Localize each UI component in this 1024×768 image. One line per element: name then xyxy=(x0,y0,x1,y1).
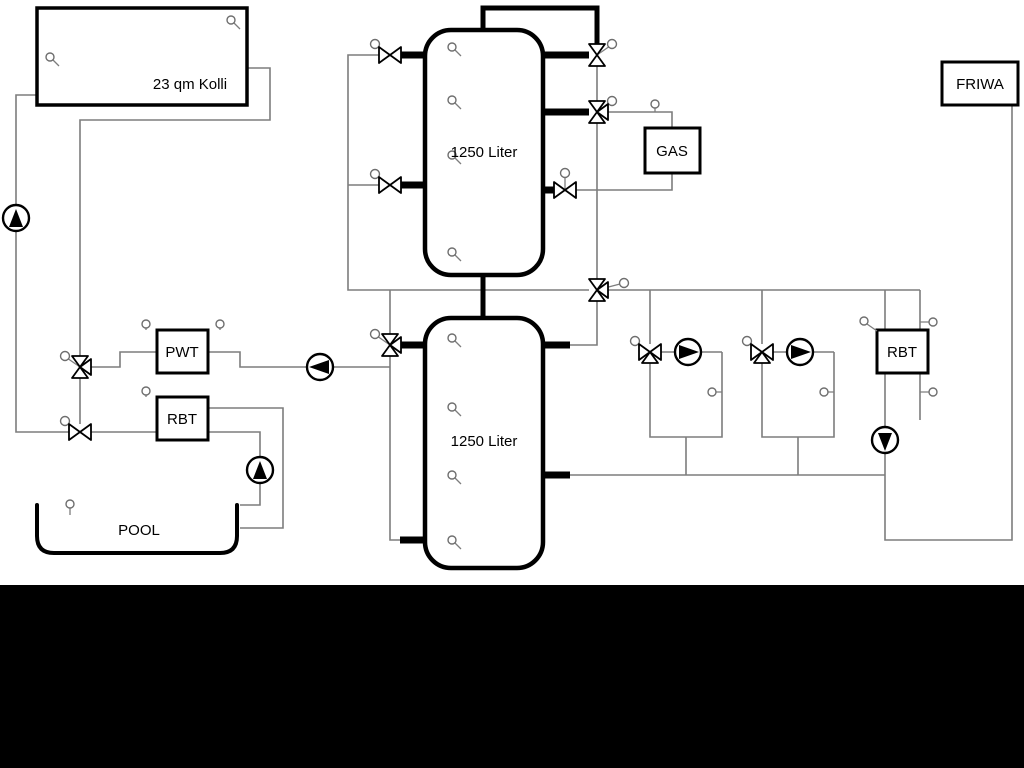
valve-icon xyxy=(588,38,618,67)
sensor-icon xyxy=(447,402,457,412)
valve-icon xyxy=(629,335,662,364)
valve-icon xyxy=(369,38,402,64)
sensor-icon xyxy=(859,316,869,326)
gas-label: GAS xyxy=(656,143,688,160)
valve-icon xyxy=(553,167,577,199)
pump-icon xyxy=(673,337,703,367)
sensor-icon xyxy=(819,387,829,397)
sensor-icon xyxy=(45,52,55,62)
tank-top-label: 1250 Liter xyxy=(451,144,518,161)
sensor-icon xyxy=(447,95,457,105)
main-pipes xyxy=(480,5,600,321)
sensor-icon xyxy=(447,150,457,160)
pool-label: POOL xyxy=(118,522,160,539)
valve-icon xyxy=(741,335,774,364)
sensor-stems xyxy=(52,22,929,550)
valve-icon xyxy=(588,95,618,124)
pwt-label: PWT xyxy=(165,344,198,361)
pipe-network xyxy=(15,54,1013,541)
sensor-icon xyxy=(650,99,660,109)
sensor-icon xyxy=(141,386,151,396)
collector-label: 23 qm Kolli xyxy=(153,76,227,93)
friwa-label: FRIWA xyxy=(956,76,1004,93)
pump-icon xyxy=(785,337,815,367)
solar-collector-box xyxy=(35,6,249,107)
sensor-icon xyxy=(65,499,75,509)
sensor-icon xyxy=(928,317,938,327)
valve-icon xyxy=(588,277,630,302)
pump-icon xyxy=(305,352,335,382)
tank-bottom-label: 1250 Liter xyxy=(451,433,518,450)
rbt-right-box xyxy=(875,328,930,375)
sensor-icon xyxy=(226,15,236,25)
sensor-icon xyxy=(928,387,938,397)
tank-ports xyxy=(400,51,589,544)
valve-icon xyxy=(369,168,402,194)
sensor-icon xyxy=(707,387,717,397)
sensor-icon xyxy=(447,535,457,545)
buffer-tank-bottom xyxy=(422,315,546,571)
sensor-icon xyxy=(447,333,457,343)
pwt-heat-exchanger-box xyxy=(155,328,210,375)
valve-icon xyxy=(59,350,92,379)
sensor-icon xyxy=(447,42,457,52)
piping xyxy=(15,5,1013,544)
sensors xyxy=(45,15,938,550)
rbt-left-label: RBT xyxy=(167,411,197,428)
valve-icon xyxy=(59,415,92,441)
sensor-icon xyxy=(141,319,151,329)
gas-boiler-box xyxy=(643,126,702,175)
pool-basin xyxy=(35,503,239,555)
pump-icon xyxy=(870,425,900,455)
sensor-icon xyxy=(447,470,457,480)
pump-icon xyxy=(245,455,275,485)
valve-icon xyxy=(369,328,402,357)
pump-icon xyxy=(1,203,31,233)
sensor-icon xyxy=(215,319,225,329)
friwa-box xyxy=(940,60,1020,107)
buffer-tank-top xyxy=(422,27,546,278)
rbt-right-label: RBT xyxy=(887,344,917,361)
rbt-left-box xyxy=(155,395,210,442)
footer-black-bar xyxy=(0,585,1024,768)
sensor-icon xyxy=(447,247,457,257)
